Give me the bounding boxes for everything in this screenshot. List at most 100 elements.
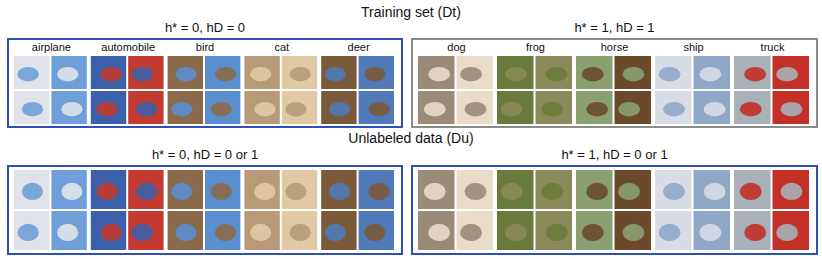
thumbnail — [773, 56, 810, 89]
thumbnail — [168, 91, 203, 124]
thumbnail — [282, 56, 317, 89]
thumbnail — [244, 211, 279, 250]
object-shape — [171, 183, 192, 200]
object-shape — [171, 102, 192, 117]
object-shape — [460, 224, 482, 241]
thumbnail — [457, 91, 494, 124]
thumbnail — [418, 170, 455, 209]
group-heading: h* = 1, hD = 0 or 1 — [561, 148, 667, 163]
object-shape — [101, 224, 122, 241]
object-shape — [460, 67, 482, 82]
thumbnail — [51, 170, 86, 209]
thumbnail — [655, 211, 692, 250]
thumbnail — [615, 211, 652, 250]
object-shape — [329, 102, 350, 117]
object-shape — [364, 67, 385, 82]
thumbnail — [734, 170, 771, 209]
object-shape — [57, 224, 78, 241]
object-shape — [132, 67, 153, 82]
thumbnail — [168, 170, 203, 209]
group-heading: h* = 0, hD = 0 — [165, 21, 245, 36]
section-title: Training set (Dt) — [361, 4, 461, 20]
object-shape — [776, 67, 798, 82]
thumbnail — [282, 170, 317, 209]
object-shape — [329, 183, 350, 200]
thumbnail — [244, 91, 279, 124]
object-shape — [744, 224, 766, 241]
thumbnail — [128, 211, 163, 250]
class-name: frog — [526, 41, 545, 54]
object-shape — [699, 67, 721, 82]
class-name: airplane — [32, 41, 71, 54]
thumbnail — [205, 170, 240, 209]
object-shape — [369, 183, 390, 200]
thumbnail — [655, 56, 692, 89]
object-shape — [132, 224, 153, 241]
thumbnail — [128, 170, 163, 209]
object-shape — [18, 67, 39, 82]
object-shape — [428, 224, 450, 241]
object-shape — [211, 183, 232, 200]
thumbnail — [14, 91, 49, 124]
thumbnail — [536, 170, 573, 209]
thumbnail — [694, 56, 731, 89]
image-group-box: h* = 1, hD = 0 or 1 — [411, 165, 818, 255]
object-shape — [22, 102, 43, 117]
thumbnail — [655, 91, 692, 124]
object-shape — [96, 102, 117, 117]
thumbnail — [14, 56, 49, 89]
thumbnail — [694, 91, 731, 124]
object-shape — [424, 183, 446, 200]
object-shape — [96, 183, 117, 200]
object-shape — [699, 224, 721, 241]
object-shape — [744, 67, 766, 82]
object-shape — [541, 102, 563, 117]
image-group-box: h* = 0, hD = 0 or 1 — [7, 165, 403, 255]
thumbnail — [734, 211, 771, 250]
class-name: truck — [761, 41, 785, 54]
thumbnail — [615, 170, 652, 209]
thumbnail — [497, 170, 534, 209]
thumbnail — [615, 91, 652, 124]
thumbnail — [14, 211, 49, 250]
class-name: bird — [196, 41, 214, 54]
object-shape — [175, 67, 196, 82]
thumbnail — [734, 56, 771, 89]
thumbnail — [321, 56, 356, 89]
object-shape — [101, 67, 122, 82]
object-shape — [541, 183, 563, 200]
object-shape — [704, 102, 726, 117]
object-shape — [215, 224, 236, 241]
object-shape — [740, 183, 762, 200]
thumbnail — [244, 170, 279, 209]
thumbnail — [457, 170, 494, 209]
object-shape — [781, 102, 803, 117]
thumbnail — [536, 56, 573, 89]
thumbnail — [91, 56, 126, 89]
class-name: dog — [447, 41, 465, 54]
object-shape — [582, 67, 604, 82]
thumbnail — [321, 91, 356, 124]
object-shape — [659, 67, 681, 82]
object-shape — [623, 224, 645, 241]
class-name: automobile — [101, 41, 155, 54]
thumbnail — [576, 91, 613, 124]
thumbnail — [282, 211, 317, 250]
class-name: cat — [274, 41, 289, 54]
thumbnail — [128, 91, 163, 124]
thumbnail — [128, 56, 163, 89]
thumbnail — [497, 91, 534, 124]
object-shape — [364, 224, 385, 241]
object-shape — [781, 183, 803, 200]
thumbnail — [536, 211, 573, 250]
object-shape — [586, 102, 608, 117]
object-shape — [659, 224, 681, 241]
object-shape — [546, 224, 568, 241]
object-shape — [776, 224, 798, 241]
object-shape — [325, 67, 346, 82]
object-shape — [290, 224, 311, 241]
thumbnail — [457, 211, 494, 250]
object-shape — [61, 183, 82, 200]
thumbnail — [51, 91, 86, 124]
thumbnail — [205, 56, 240, 89]
